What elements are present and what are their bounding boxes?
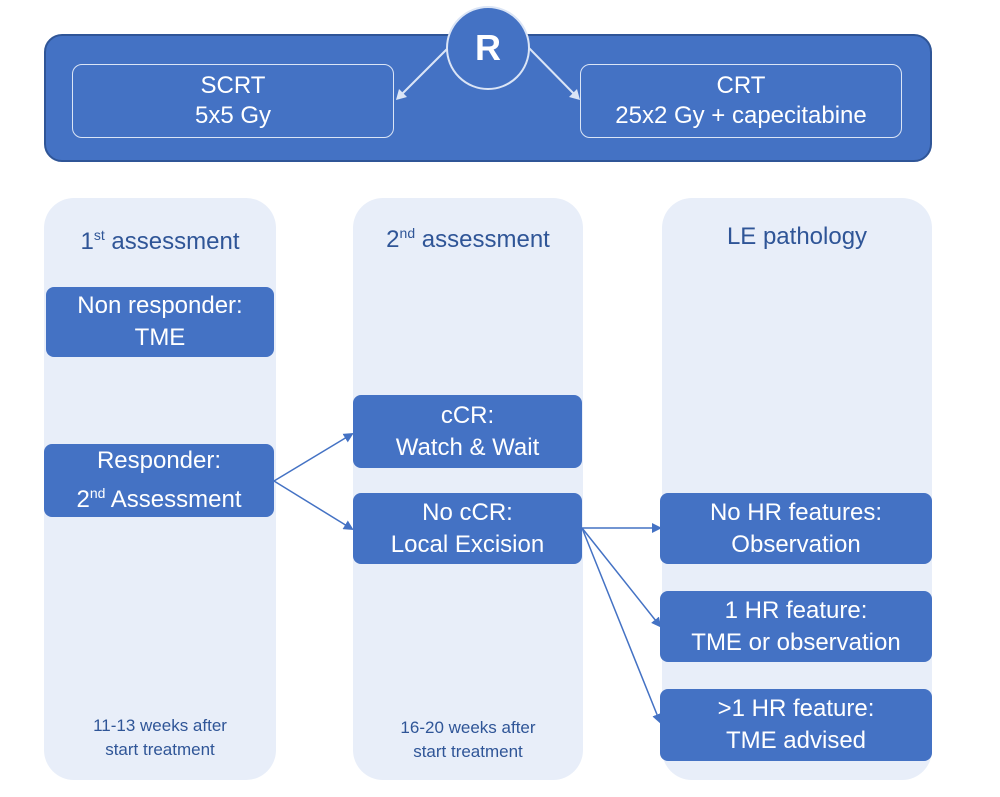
scrt-arm-dose: 5x5 Gy — [194, 102, 272, 129]
crt-arm-title: CRT — [716, 72, 766, 99]
second-assessment-heading: 2nd assessment — [386, 225, 550, 253]
arrow-no-ccr-to-multi-hr — [581, 527, 662, 724]
multi-hr-feature-box: >1 HR feature: TME advised — [660, 689, 932, 761]
scrt-arm-title: SCRT — [200, 72, 266, 99]
le-pathology-heading: LE pathology — [726, 223, 868, 250]
randomization-circle: R — [446, 6, 530, 90]
arrow-no-ccr-to-one-hr — [581, 527, 662, 628]
responder-box: Responder: 2nd Assessment — [44, 444, 274, 517]
scrt-arm-box: SCRT 5x5 Gy — [72, 64, 394, 138]
second-assessment-timing: 16-20 weeks after start treatment — [400, 718, 536, 761]
second-assessment-column — [353, 198, 583, 780]
non-responder-box: Non responder: TME — [46, 287, 274, 357]
no-hr-features-box: No HR features: Observation — [660, 493, 932, 564]
arrow-responder-to-no-ccr — [273, 480, 354, 531]
crt-arm-dose: 25x2 Gy + capecitabine — [615, 102, 867, 129]
ccr-box: cCR: Watch & Wait — [353, 395, 582, 468]
first-assessment-heading: 1st assessment — [80, 227, 240, 255]
arrowhead-scrt — [396, 89, 407, 100]
le-pathology-column — [662, 198, 932, 780]
arrow-r-to-crt — [526, 45, 579, 99]
arrow-r-to-scrt — [397, 45, 451, 99]
crt-arm-box: CRT 25x2 Gy + capecitabine — [580, 64, 902, 138]
first-assessment-timing: 11-13 weeks after start treatment — [93, 716, 227, 759]
arrow-responder-to-ccr — [273, 432, 354, 482]
arrowhead-crt — [569, 89, 580, 100]
one-hr-feature-box: 1 HR feature: TME or observation — [660, 591, 932, 662]
no-ccr-box: No cCR: Local Excision — [353, 493, 582, 564]
